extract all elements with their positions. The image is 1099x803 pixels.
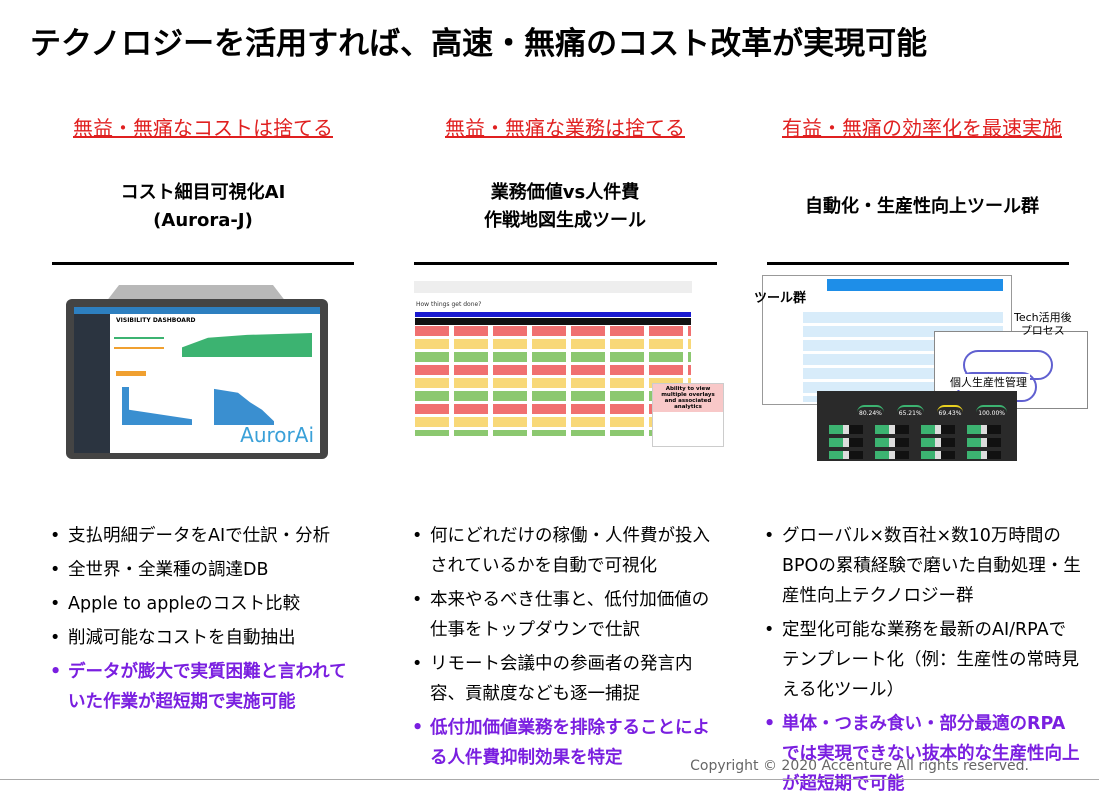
divider (767, 262, 1069, 265)
bullet-item: 本来やるべき仕事と、低付加価値の仕事をトップダウンで仕訳 (410, 585, 720, 645)
slide-title: テクノロジーを活用すれば、高速・無痛のコスト改革が実現可能 (30, 26, 928, 62)
dashboard-device-image: VISIBILITY DASHBOARD AurorAi (48, 281, 358, 471)
gauge-value: 65.21% (896, 405, 924, 420)
subtitle-line: (Aurora-J) (153, 210, 253, 231)
subtitle-line: 業務価値vs人件費 (490, 182, 640, 203)
bullet-item: 定型化可能な業務を最新のAI/RPAでテンプレート化（例：生産性の常時見える化ツ… (762, 615, 1082, 705)
divider (413, 262, 717, 265)
column-heading: 無益・無痛なコストは捨てる (73, 116, 333, 140)
column-work-map: 無益・無痛な業務は捨てる 業務価値vs人件費 作戦地図生成ツール How thi… (410, 110, 724, 777)
bullet-item: Apple to appleのコスト比較 (48, 589, 358, 619)
analytics-panel: Ability to view multiple overlays and as… (652, 383, 724, 447)
bullet-item: グローバル×数百社×数10万時間のBPOの累積経験で磨いた自動処理・生産性向上テ… (762, 521, 1082, 611)
column-subtitle: 自動化・生産性向上ツール群 (762, 146, 1082, 262)
column-automation-tools: 有益・無痛の効率化を最速実施 自動化・生産性向上ツール群 ツール群 Tech活用… (754, 110, 1088, 803)
highlight-bullet: 単体・つまみ食い・部分最適のRPAでは実現できない抜本的な生産性向上が超短期で可… (762, 709, 1082, 799)
column-heading: 有益・無痛の効率化を最速実施 (782, 116, 1062, 140)
subtitle-line: コスト細目可視化AI (120, 182, 286, 203)
map-toolbar (414, 281, 692, 293)
bullet-list: 支払明細データをAIで仕訳・分析 全世界・全業種の調達DB Apple to a… (48, 521, 358, 717)
tools-label: ツール群 (754, 291, 807, 306)
map-column-headers (415, 318, 691, 325)
tech-process-label: Tech活用後 プロセス (1014, 311, 1072, 337)
productivity-label: 個人生産性管理 (947, 374, 1030, 390)
map-activity-grid (415, 326, 691, 436)
productivity-dashboard: 80.24% 65.21% 69.43% 100.00% (817, 391, 1017, 461)
work-map-image: How things get done? Ability to view mul… (410, 281, 724, 471)
device-screen: VISIBILITY DASHBOARD AurorAi (74, 307, 320, 453)
gauge-value: 100.00% (976, 405, 1007, 420)
highlight-bullet: 低付加価値業務を排除することによる人件費抑制効果を特定 (410, 713, 720, 773)
bullet-list: グローバル×数百社×数10万時間のBPOの累積経験で磨いた自動処理・生産性向上テ… (762, 521, 1082, 799)
column-subtitle: コスト細目可視化AI (Aurora-J) (48, 146, 358, 262)
map-header-bar (415, 312, 691, 317)
gauge-value: 69.43% (936, 405, 964, 420)
aurorai-logo: AurorAi (240, 423, 314, 447)
copyright: Copyright © 2020 Accenture All rights re… (690, 758, 1029, 774)
highlight-bullet: データが膨大で実質困難と言われていた作業が超短期で実施可能 (48, 657, 358, 717)
bullet-item: リモート会議中の参画者の発言内容、貢献度なども逐一捕捉 (410, 649, 720, 709)
bullet-item: 何にどれだけの稼働・人件費が投入されているかを自動で可視化 (410, 521, 720, 581)
subtitle-line: 自動化・生産性向上ツール群 (805, 196, 1039, 217)
bullet-item: 支払明細データをAIで仕訳・分析 (48, 521, 358, 551)
column-subtitle: 業務価値vs人件費 作戦地図生成ツール (410, 146, 720, 262)
analytics-callout: Ability to view multiple overlays and as… (653, 384, 723, 412)
column-heading: 無益・無痛な業務は捨てる (445, 116, 685, 140)
gauge-value: 80.24% (857, 405, 884, 420)
column-cost-ai: 無益・無痛なコストは捨てる コスト細目可視化AI (Aurora-J) VISI… (48, 110, 358, 721)
footer-divider (0, 779, 1099, 780)
dashboard-title: VISIBILITY DASHBOARD (116, 317, 196, 324)
bullet-item: 削減可能なコストを自動抽出 (48, 623, 358, 653)
subtitle-line: 作戦地図生成ツール (484, 210, 646, 231)
map-question: How things get done? (416, 301, 482, 308)
tools-collage-image: ツール群 Tech活用後 プロセス 80.24% 65.21% 69.43% 1… (754, 275, 1088, 471)
divider (52, 262, 354, 265)
bullet-list: 何にどれだけの稼働・人件費が投入されているかを自動で可視化 本来やるべき仕事と、… (410, 521, 720, 773)
bullet-item: 全世界・全業種の調達DB (48, 555, 358, 585)
